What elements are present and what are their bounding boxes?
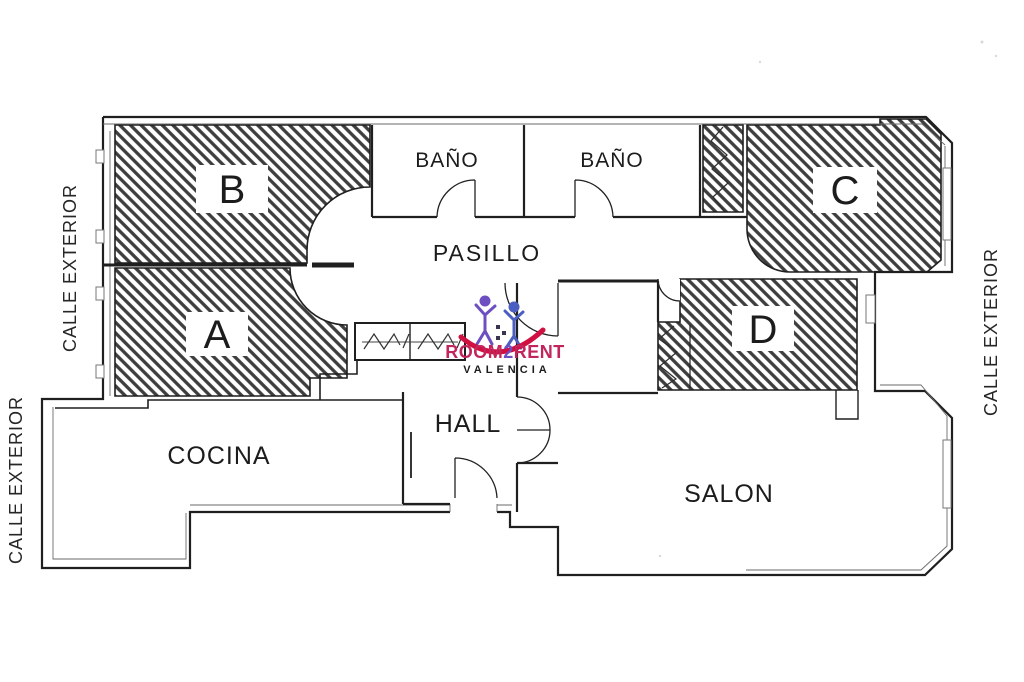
window-right-upper (942, 167, 952, 241)
logo-house-window-2 (502, 331, 506, 335)
living-label: SALON (684, 480, 774, 508)
corridor-hall-door (504, 282, 559, 337)
wall-hall-left (401, 392, 450, 506)
wall-hall-salon-lower (515, 461, 558, 512)
scan-speckle (658, 554, 662, 558)
bath-right-label: BAÑO (580, 148, 644, 172)
room-d-door-cut (658, 279, 680, 301)
street-label-right: CALLE EXTERIOR (981, 248, 1001, 416)
room-d-label: D (749, 308, 778, 352)
patio-door (454, 457, 498, 499)
room-c-closet-area (702, 124, 744, 213)
logo-figure-blue (503, 309, 525, 350)
corridor-label: PASILLO (433, 240, 541, 266)
logo-house-window-1 (496, 325, 500, 329)
outer-wall-left (40, 117, 450, 570)
window-left-3 (95, 286, 105, 301)
logo-figure-purple (474, 303, 497, 346)
logo-figure-purple-head (479, 295, 491, 307)
closet-d-zigzag (658, 325, 678, 389)
hall-closet (354, 322, 466, 361)
outer-wall-right-bottom (103, 115, 954, 577)
wall-kitchen-top (55, 399, 403, 409)
room-b-label: B (219, 168, 246, 212)
bath1-door (436, 179, 476, 218)
window-left-2 (95, 229, 105, 244)
room-c-label: C (831, 169, 860, 213)
scan-speckle (980, 40, 984, 44)
room-a-label: A (204, 313, 231, 357)
window-right-bay (942, 439, 952, 509)
window-left-1 (95, 149, 105, 164)
label-box-c (813, 167, 877, 213)
wall-closet-step (319, 360, 358, 400)
hall-salon-door (516, 396, 551, 464)
door-jambs-patio (449, 504, 498, 512)
logo: ROOM2RENT VALENCIA (445, 295, 565, 376)
wall-salon-notch (835, 390, 859, 420)
label-box-b (196, 165, 268, 213)
logo-swoosh (458, 327, 546, 355)
label-box-a (186, 312, 248, 356)
logo-house-window-3 (496, 336, 500, 340)
closet-c-zigzag (710, 126, 729, 212)
street-label-bottom-left: CALLE EXTERIOR (6, 396, 26, 564)
logo-figure-blue-head (508, 301, 520, 313)
inner-line-gallery (52, 407, 187, 560)
kitchen-label: COCINA (167, 442, 270, 470)
logo-city-text: VALENCIA (463, 364, 550, 376)
scan-speckle (994, 54, 998, 58)
inner-line-bay (746, 384, 948, 571)
bath2-door (574, 179, 614, 218)
hall-label: HALL (435, 410, 502, 438)
logo-brand-pre: ROOM (445, 342, 503, 362)
scan-speckle (758, 60, 762, 64)
bath-left-label: BAÑO (415, 148, 479, 172)
window-d-strip (865, 294, 876, 324)
label-box-d (732, 306, 794, 351)
logo-brand-post: RENT (514, 342, 565, 362)
inner-line-top (103, 123, 946, 146)
logo-brand-mid: 2 (503, 342, 514, 362)
street-label-top-left: CALLE EXTERIOR (60, 184, 80, 352)
logo-brand-text: ROOM2RENT (445, 342, 565, 362)
window-left-4 (95, 364, 105, 379)
